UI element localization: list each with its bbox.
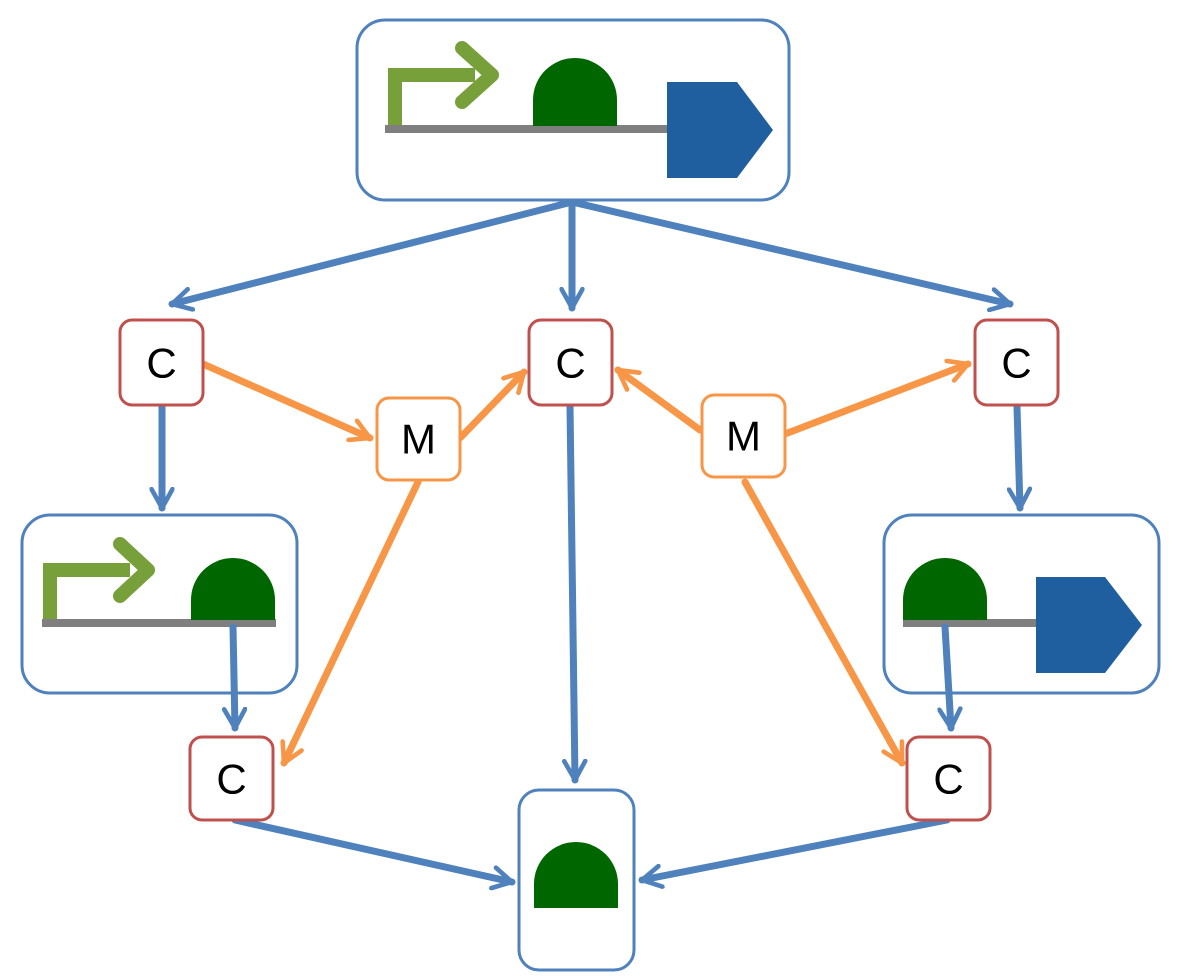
promoter-icon — [43, 563, 130, 619]
orange-arrows — [199, 360, 972, 767]
rbs-icon — [191, 558, 275, 620]
c-node-center: C — [527, 318, 614, 407]
arrow-c-center-to-device-bottom — [570, 402, 575, 784]
arrow-c-right-to-device-right — [1017, 403, 1020, 512]
rbs-icon — [534, 842, 618, 908]
c-node-label: C — [933, 756, 963, 803]
arrow-m-right-to-c-center — [614, 366, 704, 434]
arrow-m-left-to-c-center — [456, 368, 528, 442]
m-node-label: M — [726, 413, 761, 460]
m-node-left: M — [375, 396, 462, 482]
arrow-m-left-to-c-bottom-left — [284, 478, 422, 767]
c-node-left: C — [118, 318, 205, 407]
device-top-full-construct — [355, 18, 791, 202]
arrow-top-to-c-right — [568, 198, 1014, 304]
c-node-label: C — [1001, 340, 1031, 387]
arrow-device-right-to-c-bottom-right — [945, 623, 951, 732]
c-node-right: C — [973, 318, 1060, 407]
arrow-device-left-to-c-bottom-left — [233, 623, 235, 732]
arrow-c-bottom-left-to-device-bottom — [231, 816, 516, 882]
promoter-icon — [388, 68, 475, 125]
arrow-c-bottom-right-to-device-bottom — [638, 816, 951, 880]
c-node-label: C — [216, 756, 246, 803]
cds-icon — [1036, 577, 1142, 673]
m-node-right: M — [700, 393, 787, 479]
c-node-label: C — [146, 340, 176, 387]
arrow-top-to-c-left — [168, 198, 576, 304]
cds-icon — [667, 82, 773, 178]
arrow-m-right-to-c-bottom-right — [741, 478, 906, 767]
device-left-promoter-rbs — [20, 513, 299, 695]
c-node-bottom-right: C — [905, 735, 992, 822]
c-node-label: C — [555, 340, 585, 387]
arrow-c-left-to-m-left — [199, 360, 374, 438]
rbs-icon — [533, 58, 617, 126]
device-bottom-rbs — [517, 788, 636, 972]
device-right-rbs-cds — [882, 513, 1161, 695]
rbs-icon — [903, 558, 987, 620]
arrow-m-right-to-c-right — [781, 364, 972, 438]
c-node-bottom-left: C — [188, 735, 275, 822]
blue-arrows — [162, 198, 1020, 882]
m-node-label: M — [401, 416, 436, 463]
